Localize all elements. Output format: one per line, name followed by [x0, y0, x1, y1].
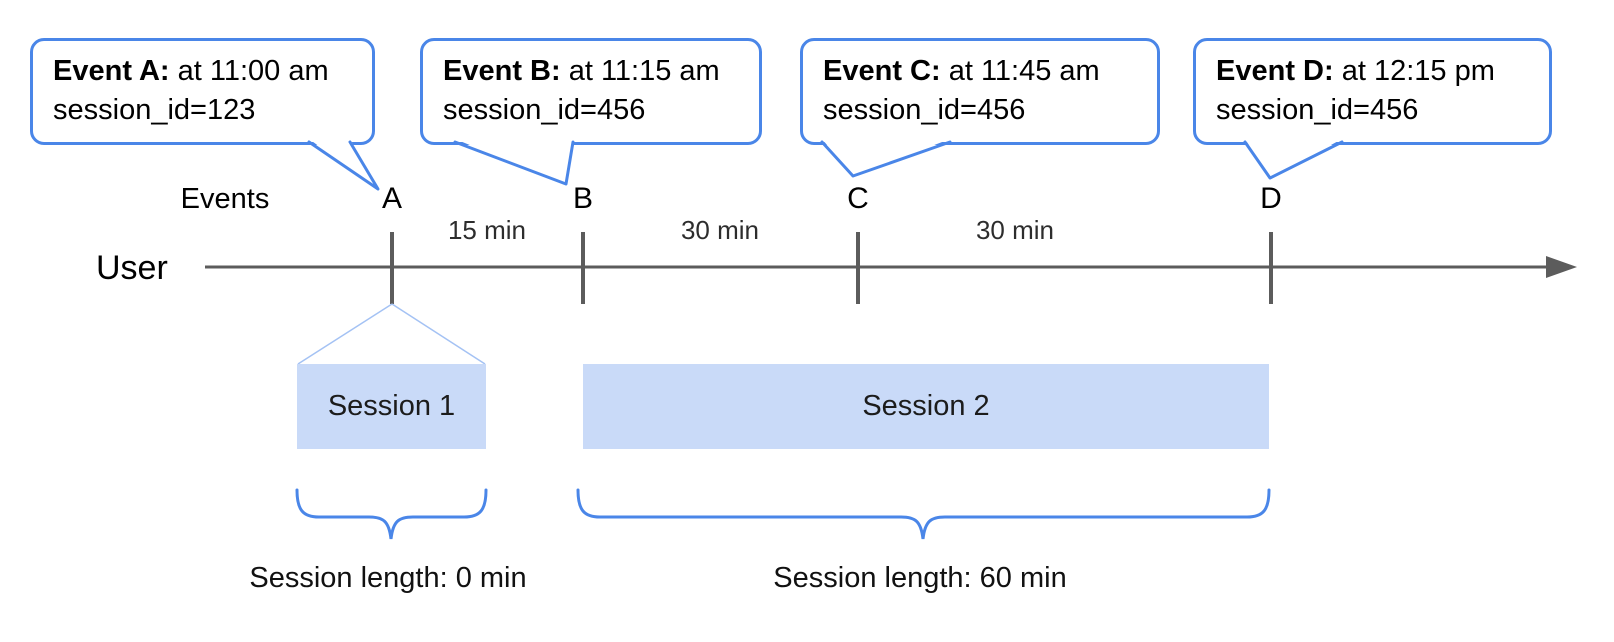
session2-length-label: Session length: 60 min	[773, 562, 1067, 594]
event-letter-c: C	[847, 182, 869, 215]
event-c-callout-label: Event C:	[823, 55, 941, 87]
event-c-callout: Event C: at 11:45 am session_id=456	[800, 38, 1160, 145]
event-b-callout-label: Event B:	[443, 55, 561, 87]
session1-funnel-left-line	[297, 303, 393, 365]
event-letter-d: D	[1260, 182, 1282, 215]
event-letter-b: B	[572, 182, 594, 215]
event-b-callout: Event B: at 11:15 am session_id=456	[420, 38, 762, 145]
session1-box: Session 1	[297, 364, 486, 449]
interval-label-b-c: 30 min	[680, 215, 760, 245]
session1-brace	[295, 488, 488, 540]
event-a-callout-label: Event A:	[53, 55, 170, 87]
event-d-callout-time: at 12:15 pm	[1341, 55, 1495, 87]
event-b-callout-tail	[455, 139, 573, 184]
event-a-callout-tail-outline	[307, 140, 380, 191]
event-c-callout-line1: Event C: at 11:45 am	[823, 52, 1137, 91]
event-b-callout-line1: Event B: at 11:15 am	[443, 52, 739, 91]
event-d-callout-tail-outline	[1243, 140, 1344, 180]
event-a-callout: Event A: at 11:00 am session_id=123	[30, 38, 375, 145]
event-c-callout-tail-outline	[820, 140, 952, 178]
timeline-arrowhead-icon	[1546, 256, 1577, 278]
event-c-callout-session: session_id=456	[823, 94, 1026, 126]
user-axis-label: User	[96, 249, 168, 287]
session1-funnel-right-line	[391, 303, 486, 365]
event-a-callout-line1: Event A: at 11:00 am	[53, 52, 352, 91]
event-a-callout-tail	[309, 139, 378, 189]
session1-length-label: Session length: 0 min	[249, 562, 527, 594]
event-b-callout-time: at 11:15 am	[568, 55, 720, 87]
session2-brace	[576, 488, 1271, 540]
events-axis-label: Events	[180, 183, 270, 215]
event-a-callout-session: session_id=123	[53, 94, 256, 126]
event-d-callout-line1: Event D: at 12:15 pm	[1216, 52, 1529, 91]
interval-label-c-d: 30 min	[975, 215, 1055, 245]
event-b-callout-tail-outline	[453, 140, 575, 186]
session2-name: Session 2	[862, 390, 990, 422]
session2-box: Session 2	[583, 364, 1269, 449]
event-d-callout: Event D: at 12:15 pm session_id=456	[1193, 38, 1552, 145]
event-d-callout-session: session_id=456	[1216, 94, 1419, 126]
event-b-callout-session: session_id=456	[443, 94, 646, 126]
interval-label-a-b: 15 min	[447, 215, 527, 245]
event-letter-a: A	[381, 182, 403, 215]
event-d-callout-label: Event D:	[1216, 55, 1334, 87]
event-c-callout-time: at 11:45 am	[948, 55, 1100, 87]
event-a-callout-time: at 11:00 am	[177, 55, 329, 87]
session1-name: Session 1	[327, 390, 456, 422]
